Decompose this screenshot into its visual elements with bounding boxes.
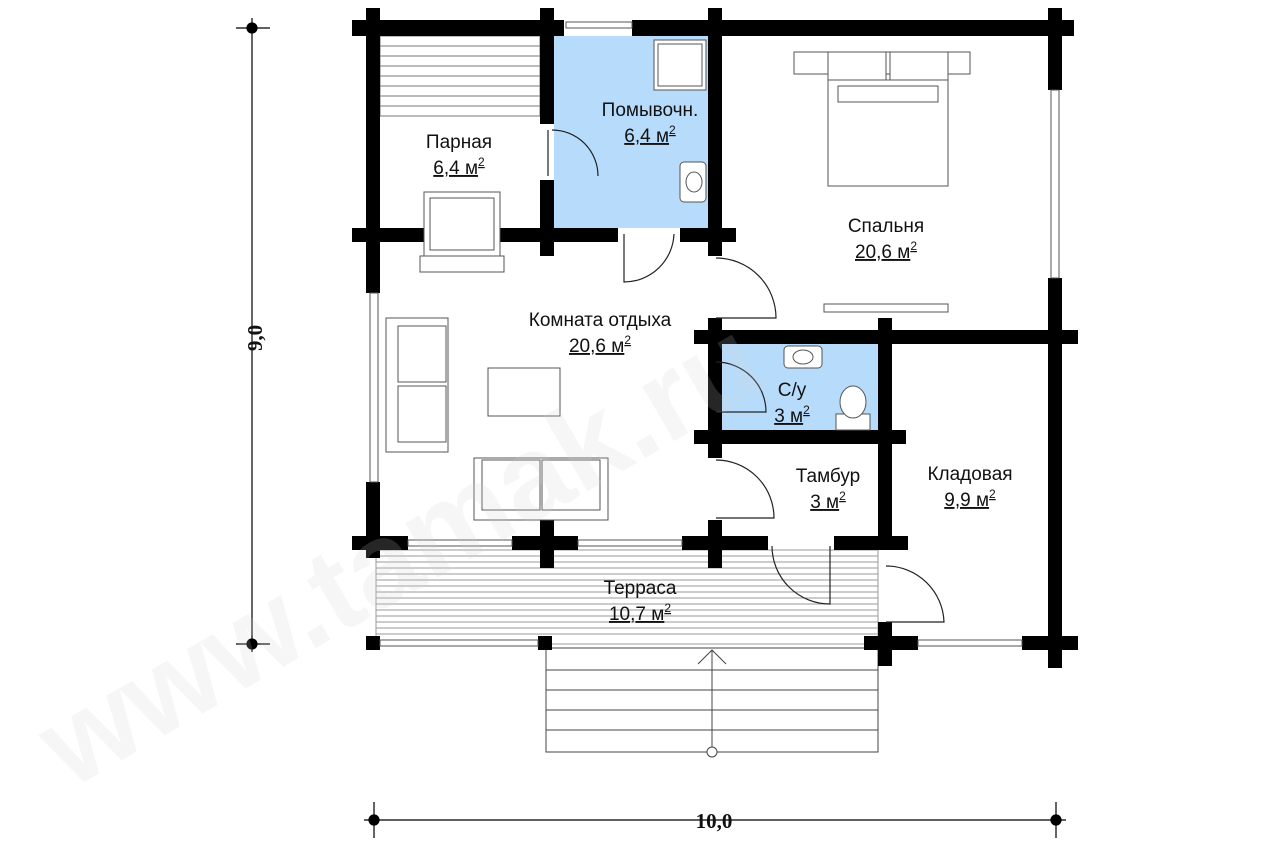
dimension-lines: [236, 18, 1066, 838]
area-superscript: 2: [669, 123, 676, 137]
area-superscript: 2: [664, 601, 671, 615]
walls: [352, 8, 1078, 668]
area-superscript: 2: [478, 155, 485, 169]
room-area-pomyv: 6,4 м2: [624, 123, 676, 147]
height-dimension-label: 9,0: [243, 325, 267, 351]
room-area-spalnya: 20,6 м2: [855, 239, 917, 263]
room-name-su: С/у: [778, 380, 807, 401]
width-dimension-label: 10,0: [696, 809, 733, 833]
room-area-tambur: 3 м2: [810, 489, 846, 513]
area-superscript: 2: [803, 403, 810, 417]
room-name-pomyv: Помывочн.: [602, 100, 699, 121]
entrance-steps: [545, 647, 879, 758]
windows: [369, 21, 1060, 647]
area-superscript: 2: [839, 489, 846, 503]
sauna-bench: [379, 35, 541, 117]
room-area-parnaya: 6,4 м2: [433, 155, 485, 179]
area-superscript: 2: [989, 487, 996, 501]
area-superscript: 2: [910, 239, 917, 253]
room-area-komnata: 20,6 м2: [569, 333, 631, 357]
room-name-tambur: Тамбур: [796, 466, 861, 487]
room-area-terrasa: 10,7 м2: [609, 601, 671, 625]
furniture: [385, 39, 971, 521]
room-area-kladovaya: 9,9 м2: [944, 487, 996, 511]
terrace-decking: [375, 549, 879, 645]
area-superscript: 2: [624, 333, 631, 347]
room-name-kladovaya: Кладовая: [927, 464, 1012, 485]
doors: [547, 129, 945, 623]
room-name-komnata: Комната отдыха: [529, 310, 672, 331]
room-name-spalnya: Спальня: [848, 216, 924, 237]
room-name-parnaya: Парная: [426, 132, 492, 153]
room-name-terrasa: Терраса: [604, 578, 677, 599]
